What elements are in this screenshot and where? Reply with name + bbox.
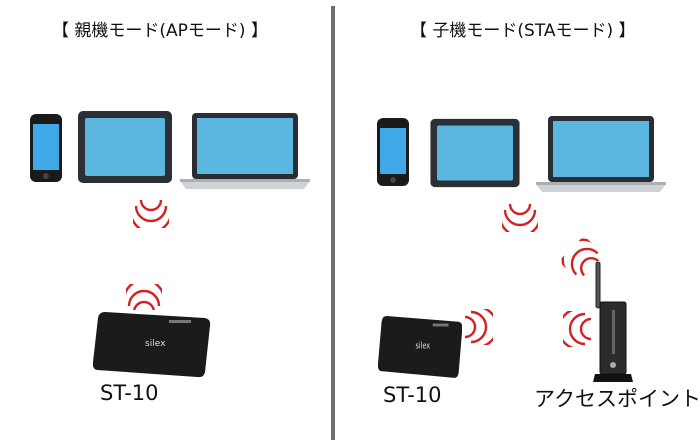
st10-device-image: [93, 312, 211, 378]
st10-device-image: [378, 316, 462, 378]
laptop-icon: [536, 116, 666, 192]
ap-mode-title: 【 親機モード(APモード) 】: [52, 21, 268, 41]
tablet-icon: [78, 111, 172, 183]
st10-label: ST-10: [383, 383, 442, 407]
access-point-icon: [593, 262, 633, 382]
wifi-wave-icon: [133, 198, 169, 228]
wifi-wave-icon: [126, 284, 162, 310]
wifi-wave-icon: [502, 202, 538, 232]
laptop-icon: [180, 113, 310, 189]
panel-divider: [331, 6, 335, 440]
smartphone-icon: [30, 114, 62, 182]
smartphone-icon: [377, 118, 409, 186]
wifi-wave-icon: [463, 309, 493, 345]
st10-label: ST-10: [100, 381, 159, 405]
tablet-icon: [430, 118, 520, 188]
access-point-label: アクセスポイント: [534, 387, 700, 411]
sta-mode-title: 【 子機モード(STAモード) 】: [410, 21, 636, 41]
